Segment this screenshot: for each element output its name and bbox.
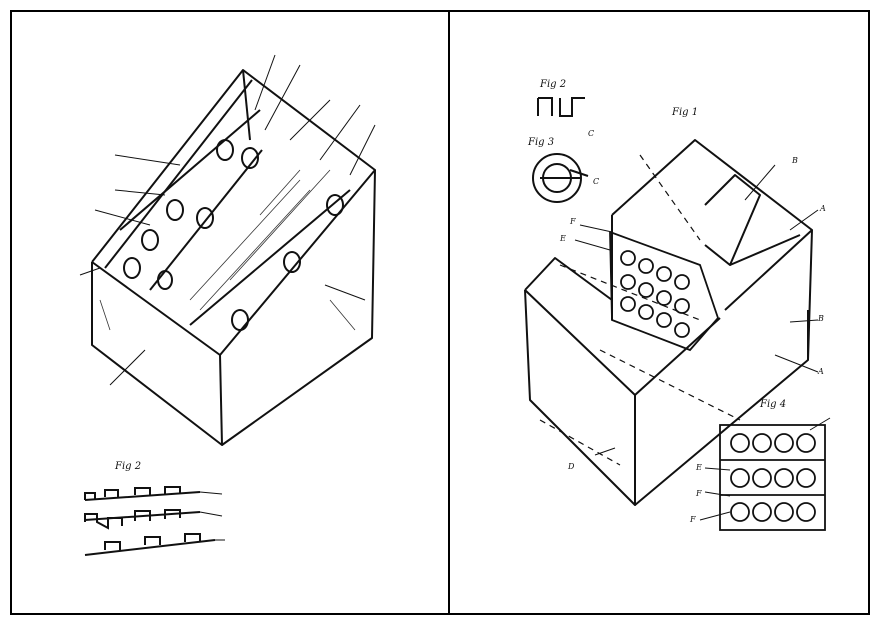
left-box-partition [104, 79, 253, 269]
strip-top [84, 486, 201, 501]
right-fig3-circle [532, 153, 589, 203]
left-box-hole [216, 139, 234, 161]
left-box-hole [231, 309, 249, 331]
label-e: E [560, 234, 566, 243]
strip-bottom [84, 533, 216, 556]
left-box-partition [149, 149, 263, 291]
label-a: A [818, 367, 824, 376]
right-lower-step [524, 257, 613, 301]
left-box-hole [157, 270, 173, 290]
left-strip-leaders [199, 491, 225, 541]
left-box-hole [141, 229, 159, 251]
left-box-side-face [221, 169, 376, 446]
right-flap [704, 174, 761, 266]
right-fig4-caption: Fig 4 [760, 399, 787, 410]
left-box [91, 69, 376, 446]
left-box-hole [166, 199, 184, 221]
label-f: F [570, 217, 576, 226]
label-e: E [696, 463, 702, 472]
panel-divider [448, 10, 450, 615]
left-box-hole [326, 194, 344, 216]
left-box-hole [283, 251, 301, 273]
right-leader-lines [574, 164, 819, 456]
label-f: F [696, 489, 702, 498]
strip-middle [84, 509, 201, 530]
label-a: A [820, 204, 826, 213]
left-strip-detail [84, 486, 216, 556]
right-fig3-caption: Fig 3 [528, 137, 555, 148]
right-fig4-leaders [699, 417, 831, 521]
right-fig1-caption: Fig 1 [672, 107, 699, 118]
left-box-leader-lines [79, 54, 376, 386]
left-box-hole [241, 147, 259, 169]
left-box-front-face [91, 262, 223, 446]
label-d: D [568, 462, 575, 471]
right-dashed-lines [539, 154, 741, 466]
right-fig2-profile [537, 97, 585, 117]
left-box-hole [123, 257, 141, 279]
right-flap-line [729, 234, 801, 266]
left-box-partition [119, 109, 261, 231]
label-c: C [588, 129, 595, 138]
left-fig-caption: Fig 2 [115, 461, 142, 472]
right-fig4-grid [719, 424, 826, 531]
page-frame [10, 10, 870, 615]
right-upper-block-top [611, 139, 813, 311]
left-box-shading [99, 169, 356, 331]
label-b: B [818, 314, 824, 323]
right-fig2-caption: Fig 2 [540, 79, 567, 90]
left-box-partition [242, 69, 251, 141]
right-side-face [634, 310, 809, 506]
left-box-hole [196, 207, 214, 229]
label-c: C [593, 177, 600, 186]
label-f: F [690, 515, 696, 524]
label-b: B [792, 156, 798, 165]
right-perforated-insert [609, 231, 720, 352]
left-box-partition [189, 189, 351, 326]
